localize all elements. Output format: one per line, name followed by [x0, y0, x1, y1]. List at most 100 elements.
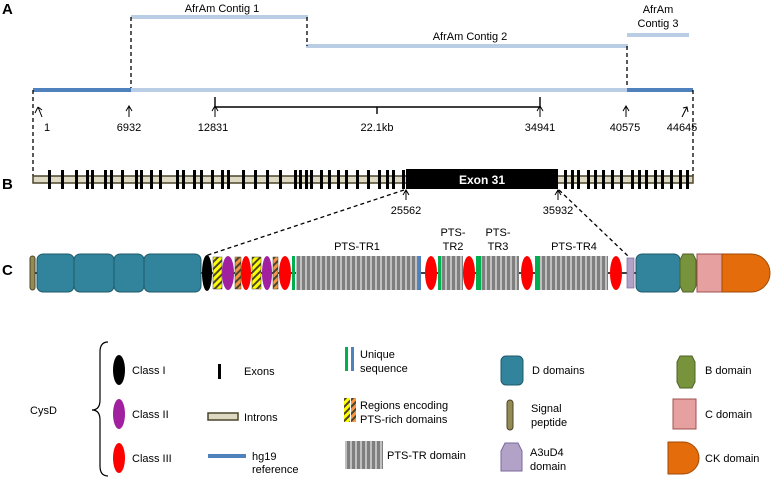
exon-tick: [193, 170, 196, 189]
exon-tick: [631, 170, 634, 189]
exon-31-box: [406, 169, 558, 189]
pts-tr1-block: [296, 256, 421, 290]
legend-a3ud4-label-line2: domain: [530, 461, 566, 473]
legend-intron-icon: [207, 412, 239, 421]
cysd-class3-4: [463, 256, 475, 290]
legend-class2-icon: [113, 399, 125, 429]
legend: CysD Class I Class II Class III Exons In…: [30, 341, 759, 477]
position-44645: 44645: [667, 122, 698, 134]
exon-tick: [121, 170, 124, 189]
signal-peptide: [29, 255, 36, 291]
legend-ck-domain-label: CK domain: [705, 453, 759, 465]
exon-tick: [645, 170, 648, 189]
contig-3-label-line1: AfrAm: [643, 4, 674, 16]
pts-tr3-label-line1: PTS-: [485, 227, 510, 239]
exon-tick: [211, 170, 214, 189]
exon-tick: [670, 170, 673, 189]
legend-d-domains-label: D domains: [532, 365, 585, 377]
exon-tick: [48, 170, 51, 189]
exon-end-position: 35932: [543, 205, 574, 217]
exon-tick: [320, 170, 323, 189]
exon-tick: [620, 170, 623, 189]
unique-seq-green-4: [535, 256, 540, 290]
legend-pts-rich-label-line2: PTS-rich domains: [360, 414, 448, 426]
legend-a3ud4-label-line1: A3uD4: [530, 447, 564, 459]
pts-tr2-label-line2: TR2: [443, 241, 464, 253]
legend-signal-label-line1: Signal: [531, 403, 562, 415]
pts-tr3-block: [481, 256, 519, 290]
pts-rich-region-1: [212, 256, 223, 290]
exon-tick: [182, 170, 185, 189]
exon-tick: [564, 170, 567, 189]
legend-a3ud4-icon: [500, 442, 523, 472]
exon-position-arrows: [402, 189, 562, 200]
cysd-class2-1: [222, 256, 234, 290]
exon-tick: [587, 170, 590, 189]
unique-seq-blue-1: [418, 256, 421, 290]
pts-tr4-label: PTS-TR4: [551, 241, 597, 253]
position-1: 1: [44, 122, 50, 134]
exon-31-label: Exon 31: [459, 173, 505, 187]
position-12831: 12831: [198, 122, 229, 134]
contig-1-label: AfrAm Contig 1: [185, 3, 260, 15]
exon-tick: [392, 170, 395, 189]
exon-tick: [61, 170, 64, 189]
b-domain: [679, 253, 697, 293]
c-domain: [696, 253, 723, 293]
exon-tick: [305, 170, 308, 189]
legend-exon-icon: [218, 364, 221, 379]
exon-ticks: [48, 170, 689, 189]
legend-signal-peptide-icon: [506, 399, 514, 431]
pts-tr2-block: [441, 256, 463, 290]
exon-tick: [299, 170, 302, 189]
exon-tick: [602, 170, 605, 189]
d-domain-1: [36, 253, 75, 293]
legend-b-domain-icon: [676, 355, 696, 389]
exon-tick: [200, 170, 203, 189]
pts-tr1-label: PTS-TR1: [334, 241, 380, 253]
legend-cysd-label: CysD: [30, 405, 57, 417]
intron-bar: [32, 175, 694, 184]
legend-introns-label: Introns: [244, 412, 278, 424]
exon-tick: [402, 170, 405, 189]
pts-tr4-block: [540, 256, 608, 290]
exon-tick: [356, 170, 359, 189]
exon-tick: [140, 170, 143, 189]
exon-tick: [91, 170, 94, 189]
exon-zoom-line-right: [558, 189, 629, 257]
cysd-class3-1: [241, 256, 251, 290]
exon-tick: [386, 170, 389, 189]
exon-tick: [367, 170, 370, 189]
cysd-class2-2: [262, 256, 272, 290]
exon-tick: [661, 170, 664, 189]
cysd-class3-2: [279, 256, 291, 290]
pts-rich-region-3: [251, 256, 262, 290]
ck-domain: [721, 253, 771, 293]
legend-pts-tr-icon: [345, 441, 383, 469]
exon-tick: [279, 170, 282, 189]
legend-class1-icon: [113, 355, 125, 385]
legend-b-domain-label: B domain: [705, 365, 751, 377]
legend-class2-label: Class II: [132, 409, 169, 421]
unique-seq-green-1: [292, 256, 295, 290]
legend-hg19-label-line2: reference: [252, 464, 298, 476]
unique-seq-green-3: [476, 256, 481, 290]
exon-tick: [571, 170, 574, 189]
legend-class3-icon: [113, 443, 125, 473]
unique-seq-green-2: [438, 256, 441, 290]
pts-rich-region-2: [234, 256, 242, 290]
exon-tick: [654, 170, 657, 189]
contig-boundary-lines: [130, 17, 628, 90]
contig-3-label-line2: Contig 3: [638, 18, 679, 30]
exon-start-position: 25562: [391, 205, 422, 217]
exon-tick: [242, 170, 245, 189]
exon-tick: [310, 170, 313, 189]
pts-tr2-label-line1: PTS-: [440, 227, 465, 239]
legend-c-domain-icon: [672, 398, 697, 430]
legend-c-domain-label: C domain: [705, 409, 752, 421]
legend-unique-green-icon: [345, 347, 348, 371]
a3ud4-domain: [626, 257, 635, 289]
legend-pts-rich-label-line1: Regions encoding: [360, 400, 448, 412]
exon-tick: [75, 170, 78, 189]
